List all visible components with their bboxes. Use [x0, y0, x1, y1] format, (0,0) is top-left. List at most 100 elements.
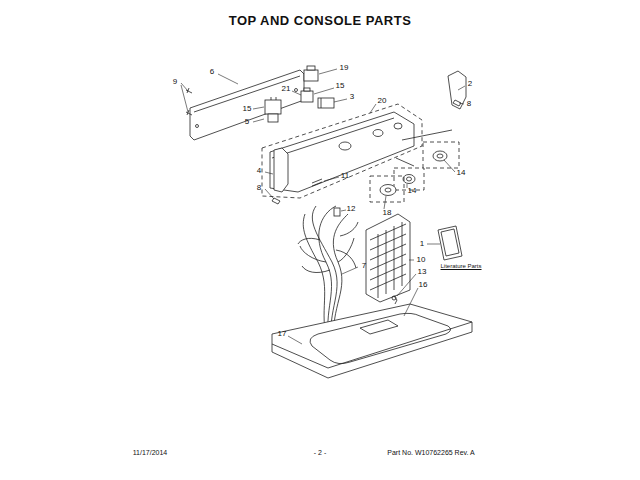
callout-number: 12 [347, 205, 356, 213]
leader-line [427, 244, 440, 245]
leader-line [458, 86, 465, 90]
callout-number: 18 [383, 209, 392, 217]
page-title: TOP AND CONSOLE PARTS [229, 14, 412, 27]
literature-caption: Literature Parts [440, 263, 481, 269]
leader-line [334, 99, 347, 102]
console [262, 104, 422, 198]
literature-booklet [441, 229, 459, 256]
console [270, 112, 414, 192]
back-panel [194, 76, 300, 112]
switch-parts [301, 91, 313, 102]
leader-line [218, 74, 238, 84]
wire-harness [334, 208, 340, 216]
knob [380, 185, 396, 196]
top-panel [272, 296, 472, 378]
callout-number: 10 [417, 256, 426, 264]
lint-screen [378, 222, 402, 298]
switch-parts [304, 88, 310, 91]
callout-number: 13 [418, 268, 427, 276]
leader-line [181, 69, 465, 344]
top-panel [272, 304, 472, 378]
switch-parts [265, 66, 334, 122]
leader-line [253, 119, 264, 122]
leader-line [319, 69, 337, 74]
knob [385, 188, 391, 192]
footer-text: 11/17/2014 [133, 449, 168, 456]
leader-line [288, 336, 302, 344]
back-panel [190, 70, 304, 140]
console [262, 104, 422, 198]
leader-line [384, 196, 386, 209]
footer-text: Part No. W10762265 Rev. A [387, 449, 474, 456]
leader-line [397, 274, 416, 296]
screw [272, 100, 461, 204]
switch-parts [276, 97, 277, 100]
callout-number: 8 [467, 100, 471, 108]
switch-parts [318, 98, 334, 108]
screw [186, 88, 192, 93]
callout-number: 5 [245, 118, 249, 126]
leader-line [342, 267, 358, 274]
leader-line [444, 160, 455, 172]
leader-line [324, 177, 339, 181]
leader-line [181, 83, 188, 112]
callout-number: 9 [173, 78, 177, 86]
wire [312, 179, 322, 186]
knob [433, 151, 447, 161]
callout-number: 21 [282, 85, 291, 93]
back-panel [295, 89, 298, 92]
switch-parts [271, 97, 272, 100]
callout-number: 4 [257, 167, 261, 175]
leader-line [404, 288, 418, 316]
callout-number: 15 [243, 105, 252, 113]
literature-booklet [438, 226, 462, 260]
console [373, 130, 383, 137]
callout-number: 14 [457, 169, 466, 177]
console [394, 123, 402, 129]
leader-line [407, 184, 408, 188]
leader-line [253, 107, 264, 109]
callout-number: 14 [408, 187, 417, 195]
console [339, 142, 351, 150]
leader-line [459, 103, 464, 104]
back-panel [196, 125, 199, 128]
end-cap [448, 71, 466, 109]
screw [186, 88, 192, 115]
wire [312, 179, 322, 186]
callout-number: 1 [420, 240, 424, 248]
screw [272, 198, 280, 204]
leader-line [265, 172, 273, 174]
switch-parts [265, 100, 281, 114]
callout-number: 19 [340, 64, 349, 72]
callout-number: 2 [468, 80, 472, 88]
end-cap [274, 148, 288, 192]
end-cap [274, 71, 466, 192]
top-panel [392, 296, 396, 300]
footer-text: - 2 - [314, 449, 326, 456]
knob [396, 130, 452, 166]
leader-line [409, 260, 414, 261]
callout-number: 8 [257, 184, 261, 192]
screw [186, 110, 192, 115]
literature-booklet [438, 226, 462, 260]
knob [370, 176, 404, 202]
knob [437, 154, 443, 158]
switch-parts [268, 114, 278, 122]
leader-line [314, 88, 334, 94]
wire-harness [300, 246, 330, 273]
callout-number: 17 [278, 330, 287, 338]
knob [423, 142, 459, 168]
callout-number: 15 [336, 82, 345, 90]
callout-number: 11 [341, 172, 349, 180]
top-panel [360, 320, 398, 334]
console [272, 118, 394, 158]
switch-parts [304, 70, 318, 81]
callout-number: 7 [362, 262, 366, 270]
callout-number: 20 [378, 97, 387, 105]
leader-line [292, 91, 301, 95]
knob [370, 130, 459, 202]
lint-screen [370, 224, 406, 290]
